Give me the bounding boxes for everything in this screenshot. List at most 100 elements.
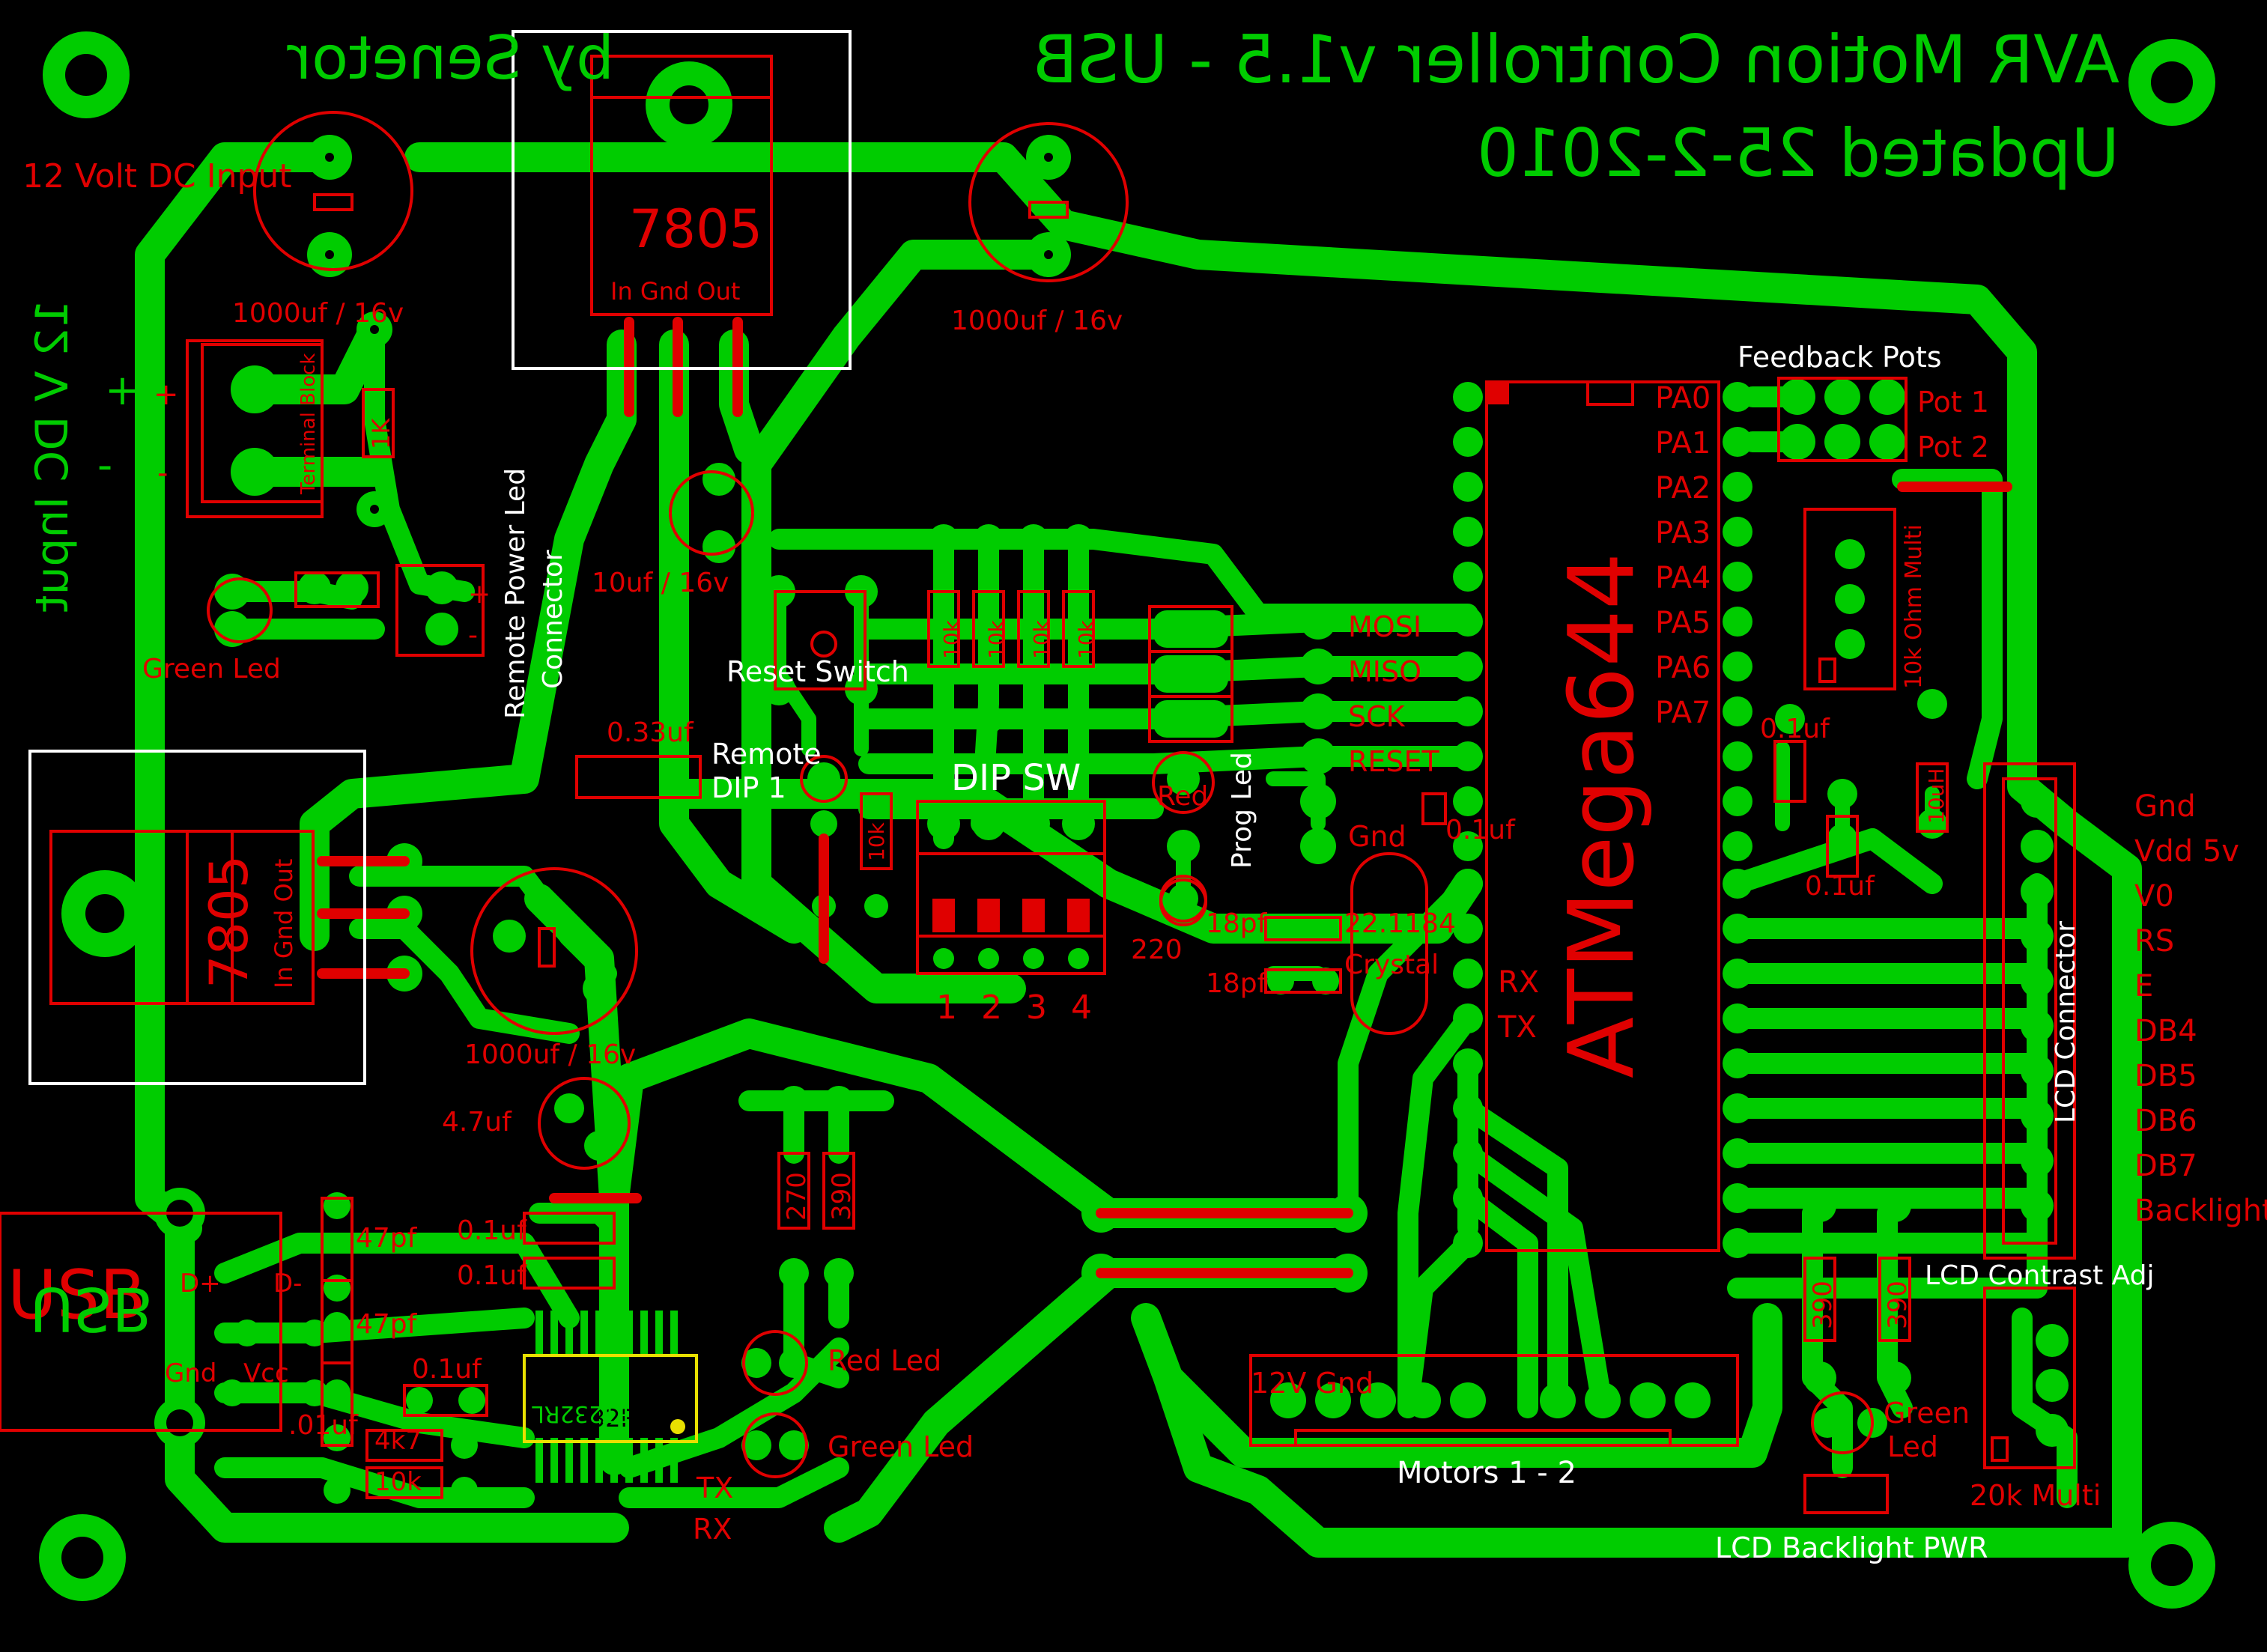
reset-switch-label: Reset Switch xyxy=(726,655,909,688)
usb-pin-gnd: Gnd xyxy=(165,1358,216,1388)
cap-18pf-b-label: 18pf xyxy=(1206,968,1268,999)
ftdi-label-mirror: FT232RL xyxy=(532,1400,629,1427)
usb-pin-dplus: D+ xyxy=(180,1269,221,1299)
lcd-pin-db4: DB4 xyxy=(2134,1014,2197,1048)
copper-pads xyxy=(39,31,2215,1609)
lcd-green-led: Green xyxy=(1884,1397,1970,1430)
lcd-pin-gnd: Gnd xyxy=(2134,789,2196,824)
pa7: PA7 xyxy=(1655,696,1711,730)
mounting-holes xyxy=(39,31,2215,1609)
dip-res-3: 10k xyxy=(1029,619,1054,659)
green-minus: - xyxy=(97,441,112,490)
pa3: PA3 xyxy=(1655,516,1711,550)
mcu-tx-label: TX xyxy=(1497,1010,1537,1045)
lcd-pin-vdd: Vdd 5v xyxy=(2134,834,2239,869)
cap-01-mcu-label: 0.1uf xyxy=(1445,815,1516,845)
remote-led-minus: - xyxy=(468,620,478,651)
usb-label-mirror: USB xyxy=(30,1274,153,1343)
lcd-contrast-label: LCD Contrast Adj xyxy=(1925,1260,2154,1291)
cap-47pf-a-label: 47pf xyxy=(356,1223,418,1254)
cap-10uf-label: 10uf / 16v xyxy=(592,568,729,598)
motors-label: Motors 1 - 2 xyxy=(1397,1456,1576,1490)
dip-res-2: 10k xyxy=(984,619,1009,659)
remote-power-connector-label: Connector xyxy=(538,550,568,689)
cap-01-c-label: 0.1uf xyxy=(1805,871,1875,902)
reg-a-pins: In Gnd Out xyxy=(610,277,740,306)
cap-18pf-a-label: 18pf xyxy=(1206,908,1268,939)
cap-label-3: 1000uf / 16v xyxy=(464,1039,636,1070)
isp-gnd: Gnd xyxy=(1348,820,1406,853)
pa4: PA4 xyxy=(1655,561,1711,595)
prog-led-red: Red xyxy=(1157,781,1208,812)
ftdi-label: FT232RL xyxy=(547,1404,651,1433)
pa0: PA0 xyxy=(1655,381,1711,416)
cap-001-label: .01uf xyxy=(288,1410,359,1441)
dip-num-1: 1 xyxy=(936,989,957,1027)
dip-num-4: 4 xyxy=(1071,989,1092,1027)
isp-mosi: MOSI xyxy=(1348,610,1421,643)
silkscreen-outlines xyxy=(0,55,2076,1514)
crystal-freq-label: 22.1184 xyxy=(1344,908,1456,939)
pot2-label: Pot 2 xyxy=(1917,431,1989,464)
lcd-pin-rs: RS xyxy=(2134,924,2174,959)
cap-47pf-b-label: 47pf xyxy=(356,1309,418,1340)
usb-pin-vcc: Vcc xyxy=(243,1358,289,1388)
lcd-pin-db6: DB6 xyxy=(2134,1104,2197,1138)
isp-sck: SCK xyxy=(1348,700,1406,733)
green-led-label-a: Green Led xyxy=(142,654,281,684)
multi-10k-label: 10k Ohm Multi xyxy=(1901,524,1927,689)
dip-res-1: 10k xyxy=(939,619,964,659)
lcd-pin-backlight: Backlight xyxy=(2134,1194,2267,1228)
pot1-label: Pot 1 xyxy=(1917,386,1989,419)
cap-01-b-label: 0.1uf xyxy=(1760,714,1830,744)
reset-res: 10k xyxy=(864,822,889,861)
pa6: PA6 xyxy=(1655,651,1711,685)
board-title: AVR Motion Controller v1.5 - USB xyxy=(1033,21,2119,98)
pa1: PA1 xyxy=(1655,426,1711,461)
lcd-connector-pins xyxy=(2021,785,2054,1222)
terminal-minus: - xyxy=(157,456,168,491)
cap-033-label: 0.33uf xyxy=(607,717,694,748)
pa2: PA2 xyxy=(1655,471,1711,505)
motor-header-pins xyxy=(1270,1382,1711,1418)
white-outlines xyxy=(28,30,852,1443)
lcd-pin-v0: V0 xyxy=(2134,879,2174,914)
mcu-right-pins xyxy=(1723,382,1752,1258)
board-updated: Updated 25-2-2010 xyxy=(1477,115,2119,192)
pa5: PA5 xyxy=(1655,606,1711,640)
terminal-plus: + xyxy=(154,377,179,412)
lcd-backlight-label: LCD Backlight PWR xyxy=(1715,1531,1988,1564)
reg-b-label: 7805 xyxy=(198,855,260,989)
cap-47uf-label: 4.7uf xyxy=(442,1107,512,1138)
crystal-label: Crystal xyxy=(1344,950,1439,980)
dip-res-4: 10k xyxy=(1074,619,1099,659)
res-10k-label: 10k xyxy=(374,1467,422,1497)
jumper-wires xyxy=(317,317,2012,1278)
res-1k-label: 1K xyxy=(367,418,395,449)
usb-label: USB xyxy=(7,1256,146,1334)
input-label: 12 Volt DC Input xyxy=(22,157,292,195)
lcd-pin-db5: DB5 xyxy=(2134,1059,2197,1093)
lcd-pin-db7: DB7 xyxy=(2134,1149,2197,1183)
mcu-label: ATMega644 xyxy=(1550,553,1654,1078)
dip-sw-label: DIP SW xyxy=(951,757,1081,799)
prog-led-label: Prog Led xyxy=(1227,752,1257,869)
board-author: by Senetor xyxy=(287,23,614,93)
res-270-label: 270 xyxy=(782,1172,812,1221)
lcd-res-390-b: 390 xyxy=(1883,1281,1913,1329)
lcd-res-390-a: 390 xyxy=(1808,1281,1838,1329)
cap-label-1: 1000uf / 16v xyxy=(232,298,404,329)
res-220-label: 220 xyxy=(1131,935,1183,965)
reg-b-pins: In Gnd Out xyxy=(270,859,298,989)
dip-num-3: 3 xyxy=(1026,989,1047,1027)
mcu-rx-label: RX xyxy=(1498,965,1539,1000)
input-label-green: 12 V DC Input xyxy=(26,300,79,613)
cap-01-f-label: 0.1uf xyxy=(412,1354,482,1385)
green-plus: + xyxy=(105,366,140,415)
remote-dip-label: Remote xyxy=(711,738,822,771)
rx-label: RX xyxy=(693,1513,732,1546)
usb-pin-dminus: D- xyxy=(273,1269,302,1299)
red-led-label: Red Led xyxy=(828,1344,941,1377)
lcd-connector-label: LCD Connector xyxy=(2051,921,2081,1123)
board-text: AVR Motion Controller v1.5 - USB Updated… xyxy=(7,21,2267,1564)
